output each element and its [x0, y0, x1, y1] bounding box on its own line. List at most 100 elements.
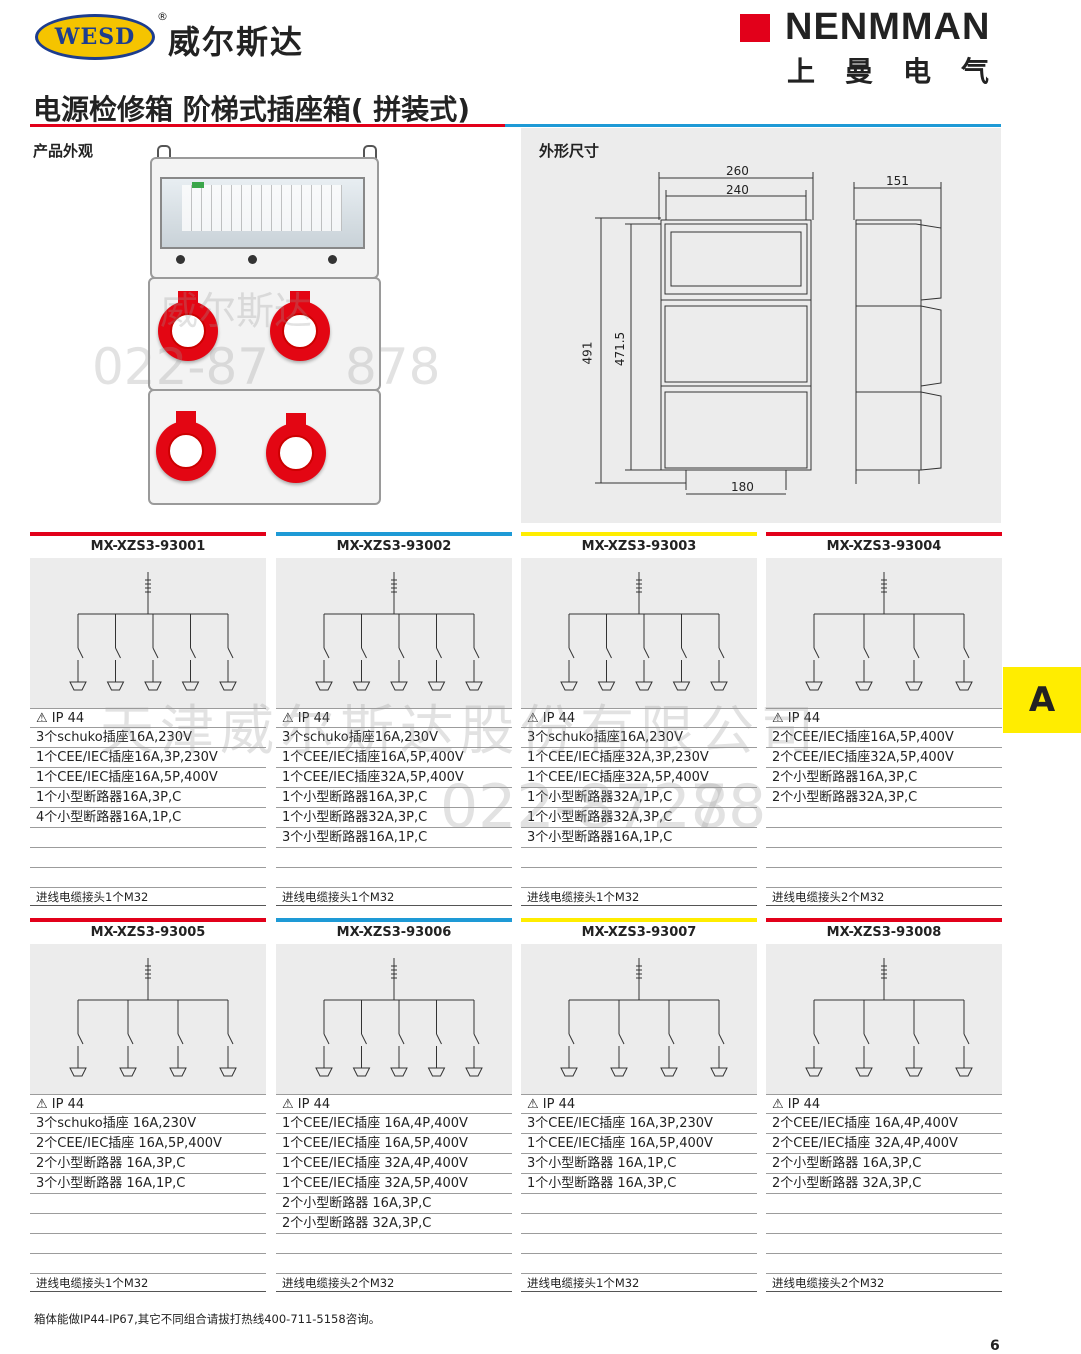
ip-rating-text: IP 44	[297, 711, 331, 726]
ip-rating-text: IP 44	[542, 711, 576, 726]
spec-item: 2个CEE/IEC插座 16A,5P,400V	[30, 1134, 266, 1154]
spec-blank-line	[276, 868, 512, 888]
cable-inlet: 进线电缆接头2个M32	[766, 888, 1002, 906]
spec-blank-line	[30, 848, 266, 868]
spec-blank-line	[521, 1234, 757, 1254]
nenmman-logo-square	[740, 14, 770, 42]
wiring-diagram	[766, 944, 1002, 1094]
spec-item: 3个小型断路器 16A,1P,C	[521, 1154, 757, 1174]
model-number: MX-XZS3-93001	[90, 539, 206, 554]
model-accent-rule	[766, 532, 1002, 536]
ip-rating: ⚠ IP 44	[521, 708, 757, 728]
model-number: MX-XZS3-93004	[826, 539, 942, 554]
ip-rating: ⚠ IP 44	[30, 708, 266, 728]
spec-blank-line	[766, 828, 1002, 848]
cable-inlet: 进线电缆接头1个M32	[30, 1274, 266, 1292]
watermark-phone-4: 78	[690, 772, 767, 842]
spec-item: 2个小型断路器 32A,3P,C	[276, 1214, 512, 1234]
watermark-company: 天津威尔斯达股份有限公司	[100, 699, 820, 762]
warning-icon: ⚠	[527, 711, 543, 726]
spec-item: 1个CEE/IEC插座32A,5P,400V	[521, 768, 757, 788]
spec-item: 1个CEE/IEC插座 16A,5P,400V	[521, 1134, 757, 1154]
wiring-diagram	[521, 944, 757, 1094]
spec-blank-line	[766, 808, 1002, 828]
spec-item: 3个schuko插座16A,230V	[521, 728, 757, 748]
title-rule-blue	[505, 124, 1001, 127]
registered-mark: ®	[157, 10, 168, 23]
cable-inlet: 进线电缆接头1个M32	[521, 1274, 757, 1292]
spec-item: 1个小型断路器 16A,3P,C	[521, 1174, 757, 1194]
spec-item: 3个CEE/IEC插座 16A,3P,230V	[521, 1114, 757, 1134]
dim-width-inner: 240	[726, 183, 749, 197]
dim-height-inner: 471.5	[613, 331, 628, 367]
spec-item: 1个CEE/IEC插座16A,5P,400V	[276, 748, 512, 768]
spec-item: 1个CEE/IEC插座32A,3P,230V	[521, 748, 757, 768]
brand-name-cn: 威尔斯达	[168, 23, 305, 61]
wiring-diagram	[766, 558, 1002, 708]
spec-item: 1个CEE/IEC插座 16A,5P,400V	[276, 1134, 512, 1154]
footnote: 箱体能做IP44-IP67,其它不同组合请拔打热线400-711-5158咨询。	[34, 1312, 381, 1326]
model-accent-rule	[521, 532, 757, 536]
spec-blank-line	[766, 1254, 1002, 1274]
spec-blank-line	[276, 1254, 512, 1274]
warning-icon: ⚠	[527, 1097, 543, 1112]
spec-blank-line	[766, 868, 1002, 888]
spec-item: 3个小型断路器16A,1P,C	[521, 828, 757, 848]
spec-item: 3个schuko插座16A,230V	[276, 728, 512, 748]
warning-icon: ⚠	[282, 1097, 298, 1112]
spec-item: 1个小型断路器16A,3P,C	[30, 788, 266, 808]
dim-height-outer: 491	[580, 341, 595, 365]
product-photo	[145, 145, 381, 507]
ip-rating-text: IP 44	[787, 1097, 821, 1112]
spec-item: 1个CEE/IEC插座 16A,4P,400V	[276, 1114, 512, 1134]
model-accent-rule	[276, 532, 512, 536]
model-number: MX-XZS3-93006	[336, 925, 452, 940]
dimension-drawing	[595, 172, 942, 495]
partner-brand-name: NENMMAN	[785, 6, 991, 48]
spec-item: 1个小型断路器32A,3P,C	[276, 808, 512, 828]
spec-blank-line	[30, 868, 266, 888]
watermark-phone-3: 022-8728	[440, 772, 729, 842]
wiring-diagram	[30, 558, 266, 708]
spec-blank-line	[30, 1194, 266, 1214]
spec-item: 2个CEE/IEC插座 32A,4P,400V	[766, 1134, 1002, 1154]
page-number: 6	[990, 1338, 1000, 1354]
warning-icon: ⚠	[36, 1097, 52, 1112]
spec-item: 1个CEE/IEC插座 32A,4P,400V	[276, 1154, 512, 1174]
spec-item: 2个小型断路器 16A,3P,C	[766, 1154, 1002, 1174]
spec-blank-line	[276, 848, 512, 868]
model-accent-rule	[766, 918, 1002, 922]
spec-item: 2个CEE/IEC插座 16A,4P,400V	[766, 1114, 1002, 1134]
spec-blank-line	[521, 868, 757, 888]
cable-inlet: 进线电缆接头2个M32	[766, 1274, 1002, 1292]
warning-icon: ⚠	[282, 711, 298, 726]
ip-rating: ⚠ IP 44	[276, 708, 512, 728]
spec-item: 3个小型断路器 16A,1P,C	[30, 1174, 266, 1194]
spec-blank-line	[30, 828, 266, 848]
model-accent-rule	[30, 532, 266, 536]
wesd-logo: WESD	[35, 14, 155, 60]
spec-item: 2个小型断路器16A,3P,C	[766, 768, 1002, 788]
spec-item: 1个CEE/IEC插座32A,5P,400V	[276, 768, 512, 788]
spec-item: 2个小型断路器 16A,3P,C	[30, 1154, 266, 1174]
ip-rating-text: IP 44	[297, 1097, 331, 1112]
spec-item: 1个CEE/IEC插座16A,5P,400V	[30, 768, 266, 788]
ip-rating: ⚠ IP 44	[30, 1094, 266, 1114]
spec-blank-line	[521, 848, 757, 868]
spec-blank-line	[766, 1234, 1002, 1254]
spec-item: 2个CEE/IEC插座16A,5P,400V	[766, 728, 1002, 748]
spec-blank-line	[521, 1194, 757, 1214]
model-accent-rule	[276, 918, 512, 922]
partner-brand-cn: 上曼电气	[787, 55, 1020, 88]
spec-item: 1个小型断路器16A,3P,C	[276, 788, 512, 808]
ip-rating-text: IP 44	[51, 711, 85, 726]
wesd-logo-text: WESD	[54, 24, 136, 50]
spec-item: 2个小型断路器 32A,3P,C	[766, 1174, 1002, 1194]
spec-blank-line	[766, 848, 1002, 868]
spec-item: 3个小型断路器16A,1P,C	[276, 828, 512, 848]
model-number: MX-XZS3-93007	[581, 925, 697, 940]
spec-blank-line	[276, 1234, 512, 1254]
cable-inlet: 进线电缆接头1个M32	[30, 888, 266, 906]
